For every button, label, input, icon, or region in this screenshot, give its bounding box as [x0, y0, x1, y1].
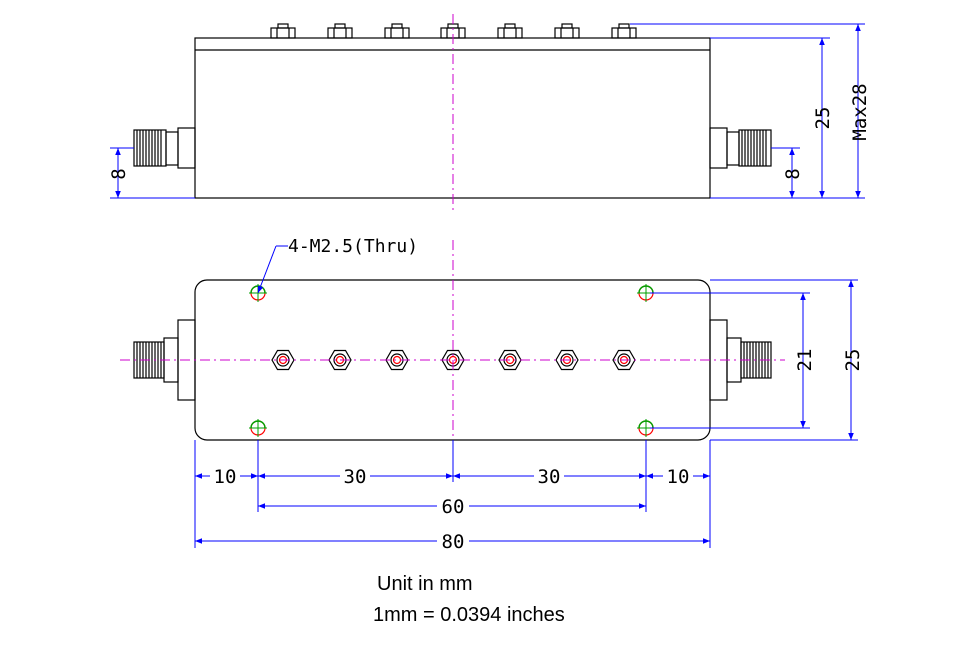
mounting-hole	[249, 419, 267, 437]
tuning-screw-side	[270, 23, 296, 39]
conversion-note: 1mm = 0.0394 inches	[373, 604, 565, 626]
dim-body-height: 25	[812, 107, 834, 130]
left-connector-side	[133, 127, 196, 169]
hole-callout-text: 4-M2.5(Thru)	[288, 236, 418, 257]
dim-right-edge: 10	[667, 466, 690, 488]
hole-callout: 4-M2.5(Thru)	[257, 236, 418, 294]
side-view-dim-labels: 8 8 25 Max28	[108, 83, 871, 179]
dim-left-edge: 10	[214, 466, 237, 488]
dim-left-half: 30	[344, 466, 367, 488]
unit-note: Unit in mm	[377, 573, 473, 595]
side-view	[133, 23, 772, 199]
tuning-screw-side	[497, 23, 523, 39]
tuning-screw-side	[554, 23, 580, 39]
tuning-screw-side	[384, 23, 410, 39]
dim-hole-span: 60	[442, 496, 465, 518]
dim-connector-left: 8	[108, 168, 130, 179]
dim-connector-right: 8	[782, 168, 804, 179]
dim-body-width: 25	[842, 349, 864, 372]
dim-right-half: 30	[538, 466, 561, 488]
tuning-screw-side	[327, 23, 353, 39]
top-view-dimensions	[650, 279, 858, 441]
right-connector-side	[709, 127, 772, 169]
tuning-screw-side	[611, 23, 637, 39]
bottom-dimension-labels: 10 30 30 10 60 80	[210, 465, 693, 553]
dim-max-height: Max28	[849, 83, 871, 140]
dim-overall-length: 80	[442, 531, 465, 553]
dim-hole-spacing-vertical: 21	[794, 349, 816, 372]
side-view-dimensions	[110, 23, 865, 199]
